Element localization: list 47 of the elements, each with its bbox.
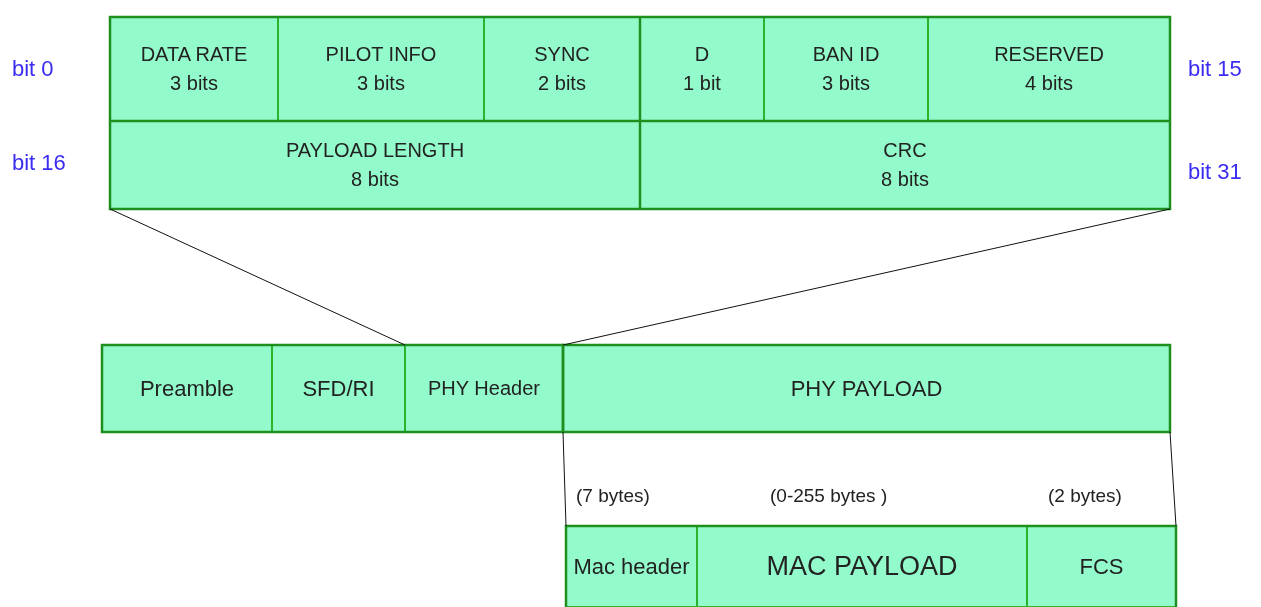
- cell-text: 3 bits: [357, 71, 405, 96]
- cell-text: PAYLOAD LENGTH: [285, 138, 465, 163]
- cell-text: SFD/RI: [302, 374, 375, 403]
- cell-text: PILOT INFO: [325, 42, 437, 67]
- field-cell: [278, 17, 484, 121]
- cell-text: D: [694, 42, 710, 67]
- cell-text: 2 bits: [538, 71, 586, 96]
- cell-text: RESERVED: [994, 42, 1104, 67]
- cell-text: DATA RATE: [140, 42, 248, 67]
- cell-text: FCS: [1079, 552, 1124, 581]
- cell-text: CRC: [883, 138, 927, 163]
- cell-text: 3 bits: [170, 71, 218, 96]
- cell-text: PHY Header: [428, 376, 540, 401]
- connector-line: [109, 208, 406, 346]
- field-cell: [484, 17, 640, 121]
- bit-label: bit 16: [12, 149, 66, 177]
- field-cell: [697, 526, 1027, 607]
- field-cell: [566, 526, 697, 607]
- cell-text: 8 bits: [881, 167, 929, 192]
- cell-text: SYNC: [534, 42, 590, 67]
- cell-text: 1 bit: [683, 71, 721, 96]
- bit-label: bit 31: [1188, 158, 1242, 186]
- cell-text: 3 bits: [822, 71, 870, 96]
- cell-text: BAN ID: [812, 42, 880, 67]
- cell-text: PHY PAYLOAD: [790, 374, 943, 403]
- size-note: (2 bytes): [1048, 484, 1122, 508]
- field-cell: [640, 121, 1170, 209]
- field-cell: [102, 345, 272, 432]
- field-cell: [405, 345, 563, 432]
- field-cell: [110, 17, 278, 121]
- field-cell: [1027, 526, 1176, 607]
- field-cell: [764, 17, 928, 121]
- field-cell: [110, 121, 640, 209]
- cell-text: MAC PAYLOAD: [766, 549, 958, 583]
- cell-text: Mac header: [573, 552, 690, 581]
- size-note: (7 bytes): [576, 484, 650, 508]
- bit-label: bit 0: [12, 55, 54, 83]
- connector-line: [1169, 431, 1177, 527]
- cell-text: 8 bits: [351, 167, 399, 192]
- field-cell: [272, 345, 405, 432]
- connector-line: [562, 431, 567, 527]
- size-note: (0-255 bytes ): [770, 484, 888, 508]
- field-cell: [640, 17, 764, 121]
- cell-text: Preamble: [139, 374, 235, 403]
- bit-label: bit 15: [1188, 55, 1242, 83]
- field-cell: [928, 17, 1170, 121]
- cell-text: 4 bits: [1025, 71, 1073, 96]
